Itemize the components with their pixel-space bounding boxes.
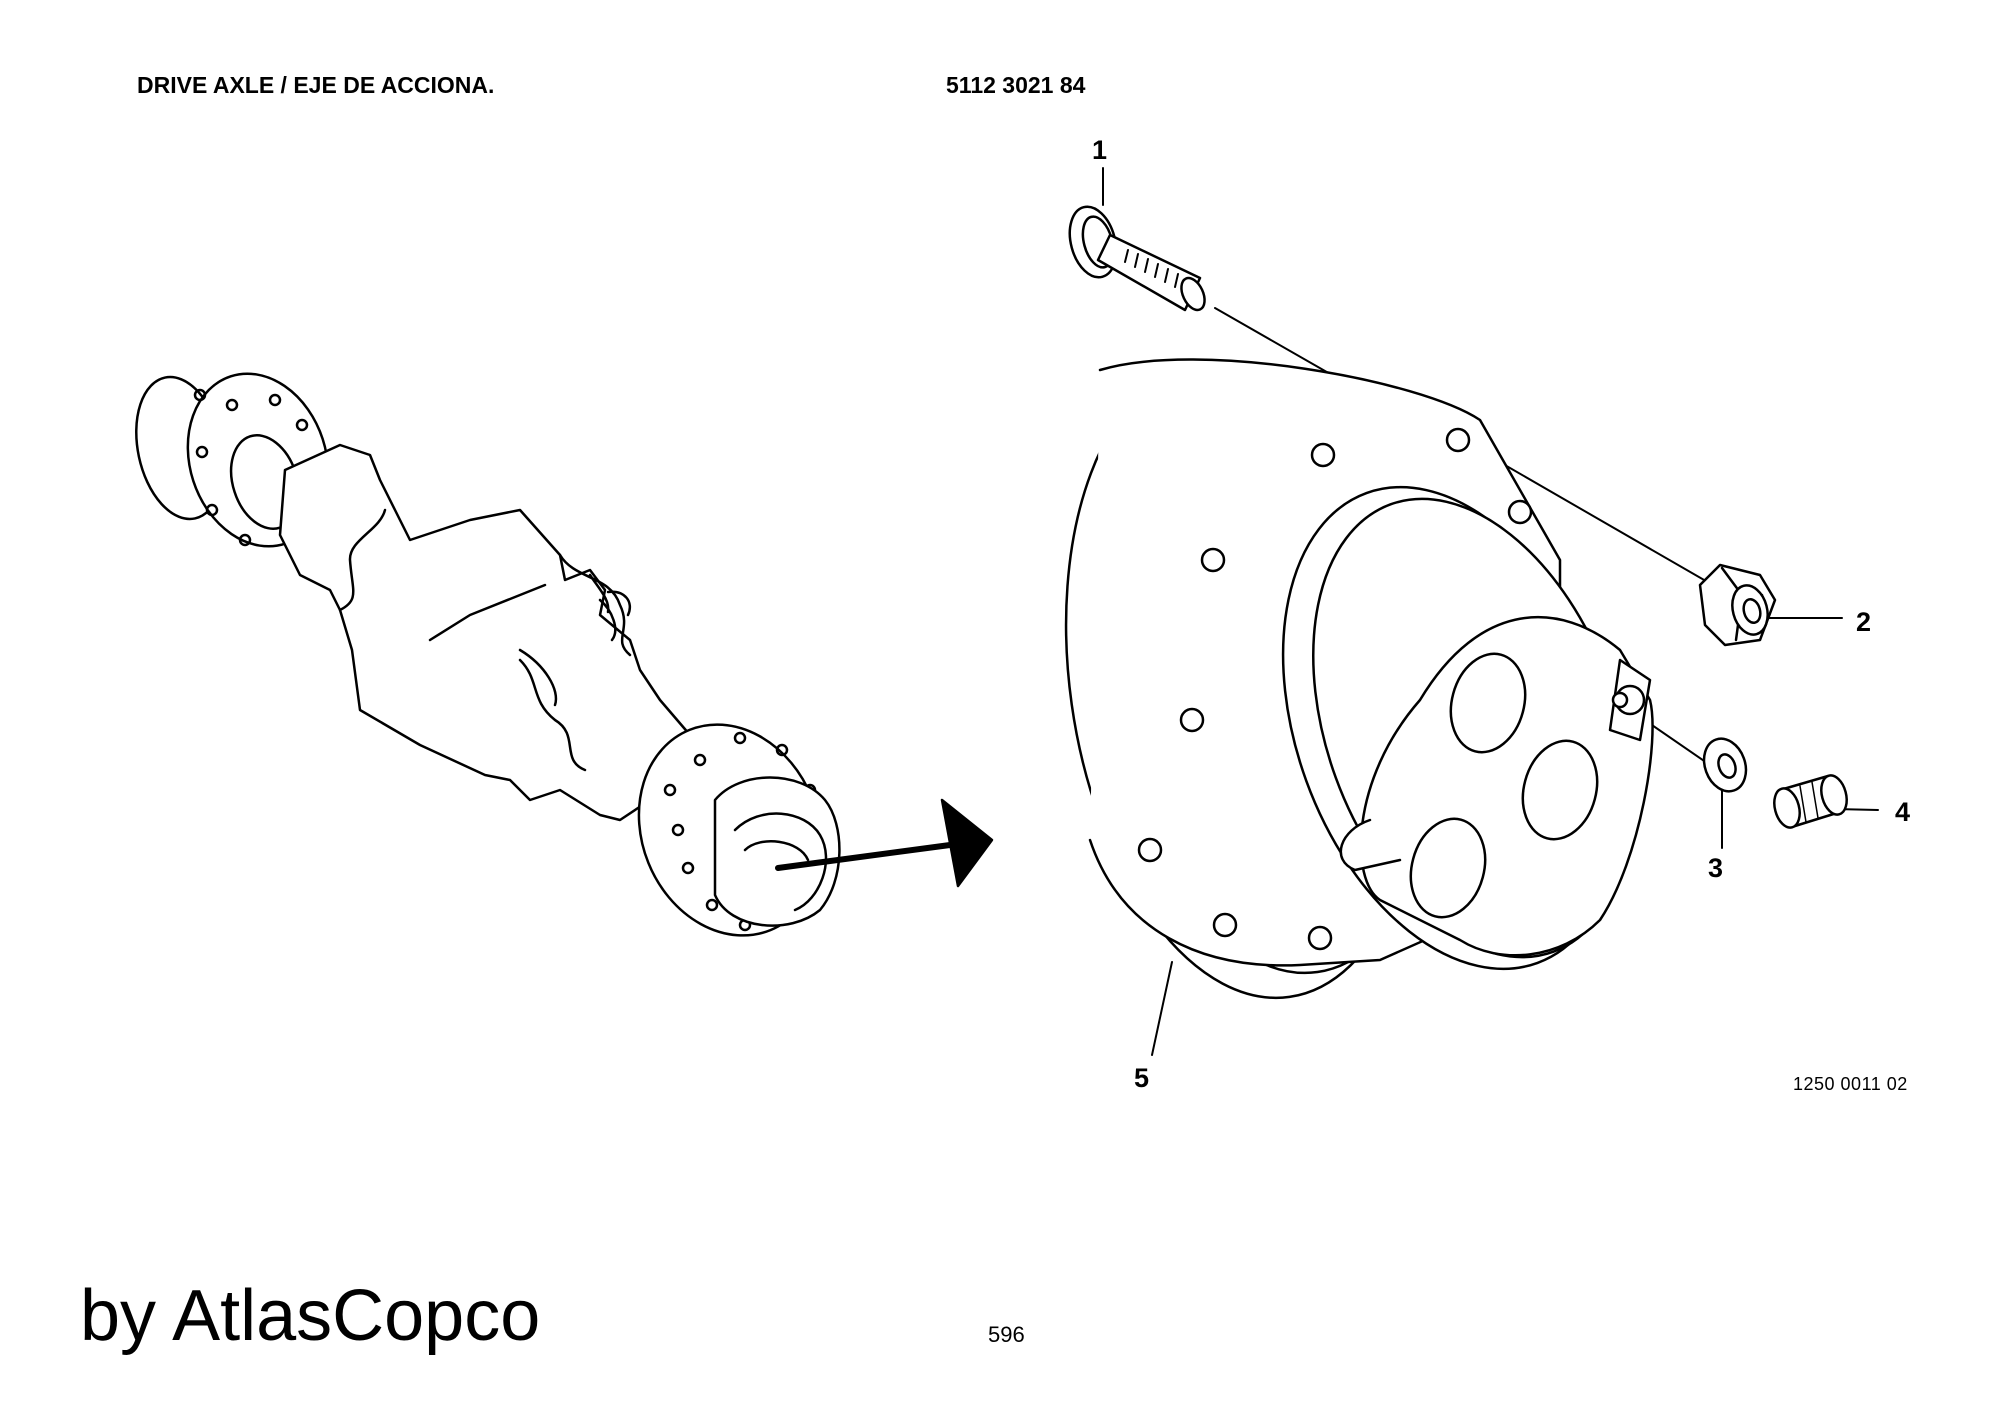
washer-part [1697,733,1753,797]
page-number: 596 [988,1322,1025,1347]
callout-1: 1 [1092,135,1108,165]
callout-3: 3 [1708,853,1724,883]
wheel-stud-part [1062,202,1209,314]
brand-footer: by AtlasCopco [80,1276,541,1356]
part-number: 5112 3021 84 [946,72,1086,98]
callout-5: 5 [1134,1063,1150,1093]
callout-4: 4 [1895,797,1911,827]
callout-2: 2 [1856,607,1872,637]
plug-part [1770,773,1851,831]
drawing-reference-code: 1250 0011 02 [1793,1074,1908,1094]
drawing-title: DRIVE AXLE / EJE DE ACCIONA. [137,72,495,98]
pointer-arrow [778,800,992,886]
axle-overview-illustration [124,355,852,963]
leader-lines [1103,168,1878,1055]
wheel-nut-part [1700,565,1775,645]
wheel-hub-part [1027,339,1689,1021]
